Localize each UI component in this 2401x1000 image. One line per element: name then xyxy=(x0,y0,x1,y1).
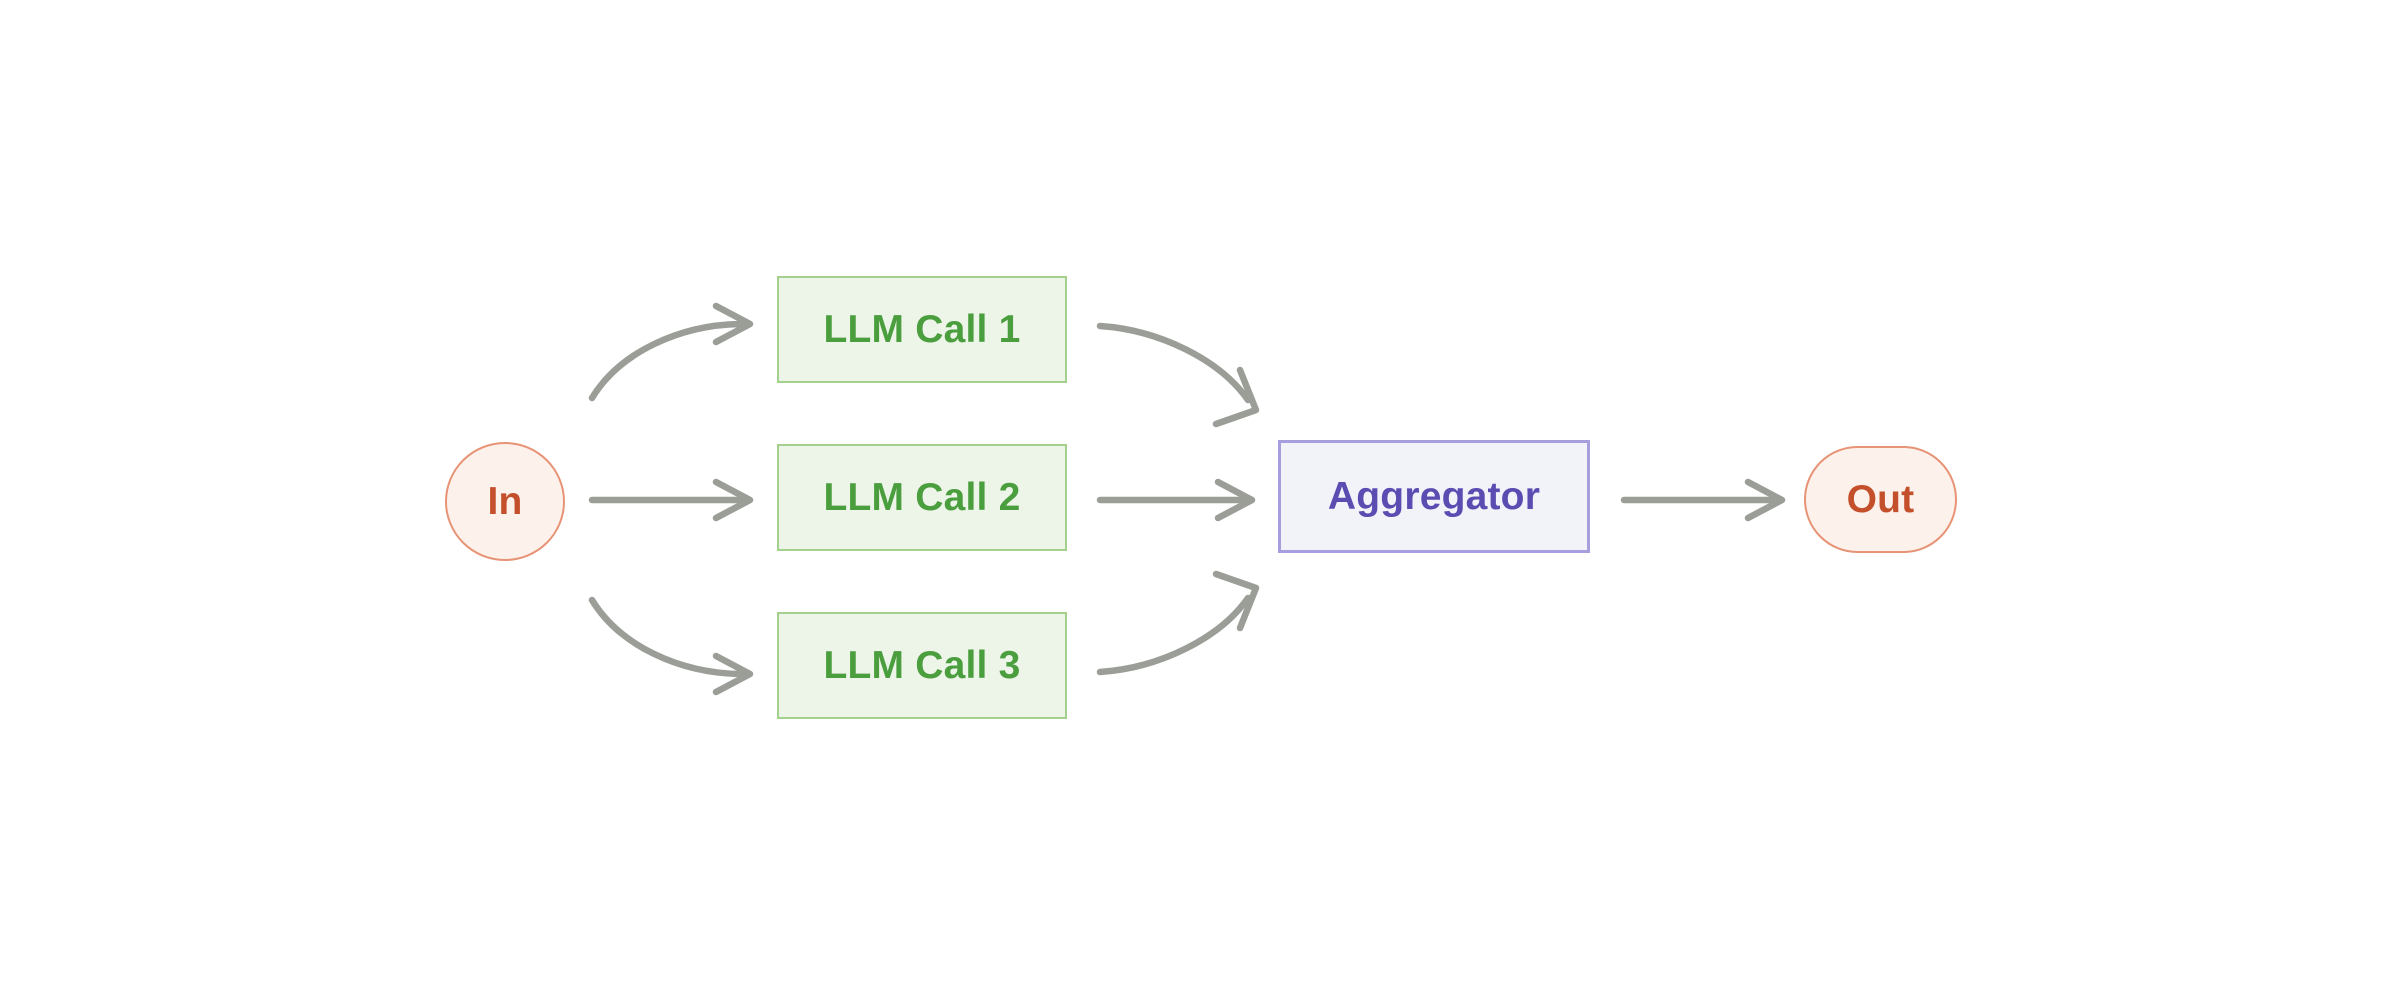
edge-in-to-llm-call-2 xyxy=(588,478,754,522)
edge-llm-call-2-to-aggregator xyxy=(1096,478,1256,522)
edge-aggregator-to-out xyxy=(1620,478,1786,522)
node-in[interactable]: In xyxy=(445,442,565,561)
node-llm-call-2[interactable]: LLM Call 2 xyxy=(777,444,1067,551)
node-llm-call-3[interactable]: LLM Call 3 xyxy=(777,612,1067,719)
node-out[interactable]: Out xyxy=(1804,446,1957,553)
node-llm-call-1[interactable]: LLM Call 1 xyxy=(777,276,1067,383)
edge-llm-call-1-to-aggregator xyxy=(1096,322,1260,428)
edge-in-to-llm-call-3 xyxy=(588,596,754,696)
edge-in-to-llm-call-1 xyxy=(588,302,754,402)
edge-llm-call-3-to-aggregator xyxy=(1096,570,1260,676)
node-aggregator[interactable]: Aggregator xyxy=(1278,440,1590,553)
